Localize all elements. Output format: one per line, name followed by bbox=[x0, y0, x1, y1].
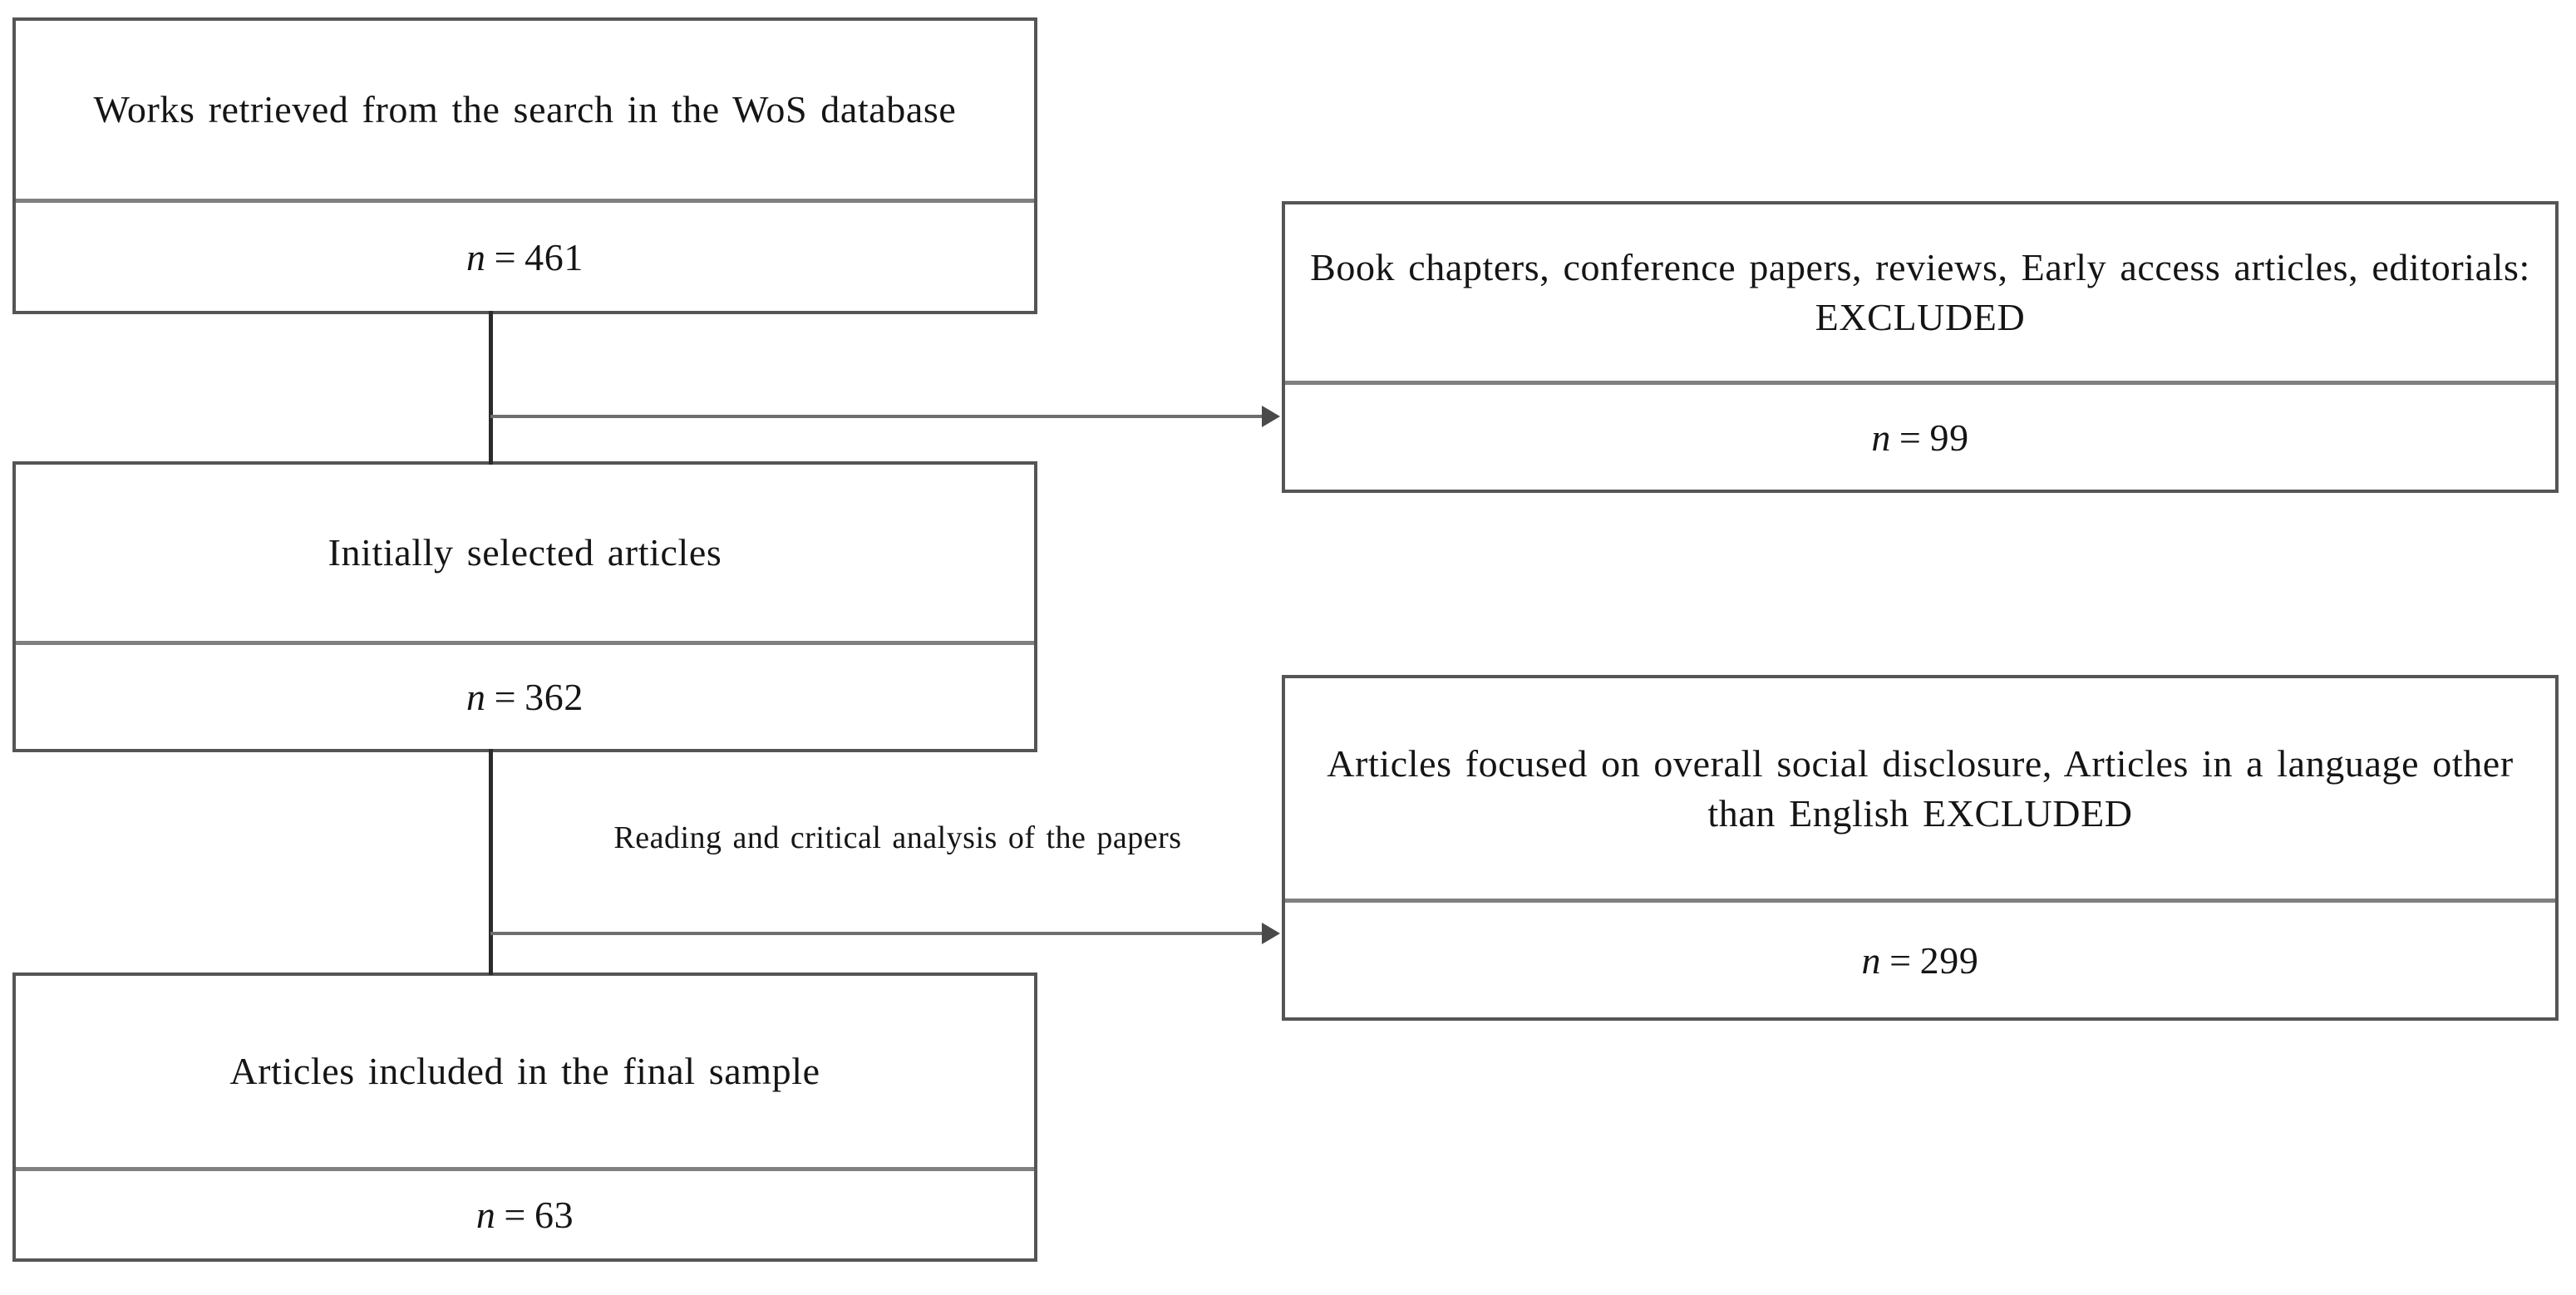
box-records-excluded-type-count: n = 99 bbox=[1285, 385, 2555, 490]
count-symbol: n bbox=[1861, 938, 1882, 982]
box-records-screened-label: Initially selected articles bbox=[328, 531, 722, 574]
count-symbol: n bbox=[475, 1194, 496, 1236]
count-symbol: n bbox=[466, 235, 486, 278]
box-records-identified-label: Works retrieved from the search in the W… bbox=[93, 88, 957, 131]
arrow-head-to-excluded-scope bbox=[1262, 923, 1280, 944]
arrow-head-to-excluded-type bbox=[1262, 406, 1280, 427]
connector-label-reading-analysis: Reading and critical analysis of the pap… bbox=[613, 820, 1182, 855]
box-records-excluded-scope-count: n = 299 bbox=[1285, 903, 2555, 1017]
equals-sign: = bbox=[1889, 938, 1912, 982]
box-records-excluded-type-label: Book chapters, conference papers, review… bbox=[1310, 246, 2530, 338]
box-records-screened-divider bbox=[16, 641, 1034, 645]
connector-identified-to-screened bbox=[489, 311, 493, 465]
box-records-excluded-type-divider bbox=[1285, 381, 2555, 385]
equals-sign: = bbox=[494, 676, 517, 718]
equals-sign: = bbox=[494, 235, 517, 278]
connector-to-excluded-type bbox=[490, 415, 1263, 418]
box-records-included-label: Articles included in the final sample bbox=[229, 1050, 820, 1093]
box-records-excluded-scope: Articles focused on overall social discl… bbox=[1282, 675, 2559, 1021]
box-records-identified: Works retrieved from the search in the W… bbox=[12, 17, 1037, 314]
box-records-identified-count: n = 461 bbox=[16, 203, 1034, 311]
box-records-excluded-scope-label: Articles focused on overall social discl… bbox=[1327, 741, 2514, 835]
equals-sign: = bbox=[1899, 416, 1922, 459]
box-records-identified-divider bbox=[16, 199, 1034, 203]
box-records-screened-count: n = 362 bbox=[16, 645, 1034, 749]
equals-sign: = bbox=[504, 1194, 526, 1236]
count-value: 461 bbox=[525, 235, 584, 278]
connector-to-excluded-scope bbox=[490, 932, 1263, 935]
count-symbol: n bbox=[466, 676, 486, 718]
count-value: 299 bbox=[1919, 938, 1979, 982]
box-records-included-divider bbox=[16, 1167, 1034, 1171]
count-symbol: n bbox=[1871, 416, 1891, 459]
connector-screened-to-included bbox=[489, 749, 493, 975]
box-records-included-count: n = 63 bbox=[16, 1171, 1034, 1258]
count-value: 63 bbox=[534, 1194, 574, 1236]
box-records-excluded-type: Book chapters, conference papers, review… bbox=[1282, 201, 2559, 493]
box-records-included: Articles included in the final sample n … bbox=[12, 972, 1037, 1262]
count-value: 362 bbox=[525, 676, 584, 718]
box-records-screened: Initially selected articles n = 362 bbox=[12, 461, 1037, 752]
box-records-excluded-scope-divider bbox=[1285, 899, 2555, 903]
count-value: 99 bbox=[1929, 416, 1969, 459]
